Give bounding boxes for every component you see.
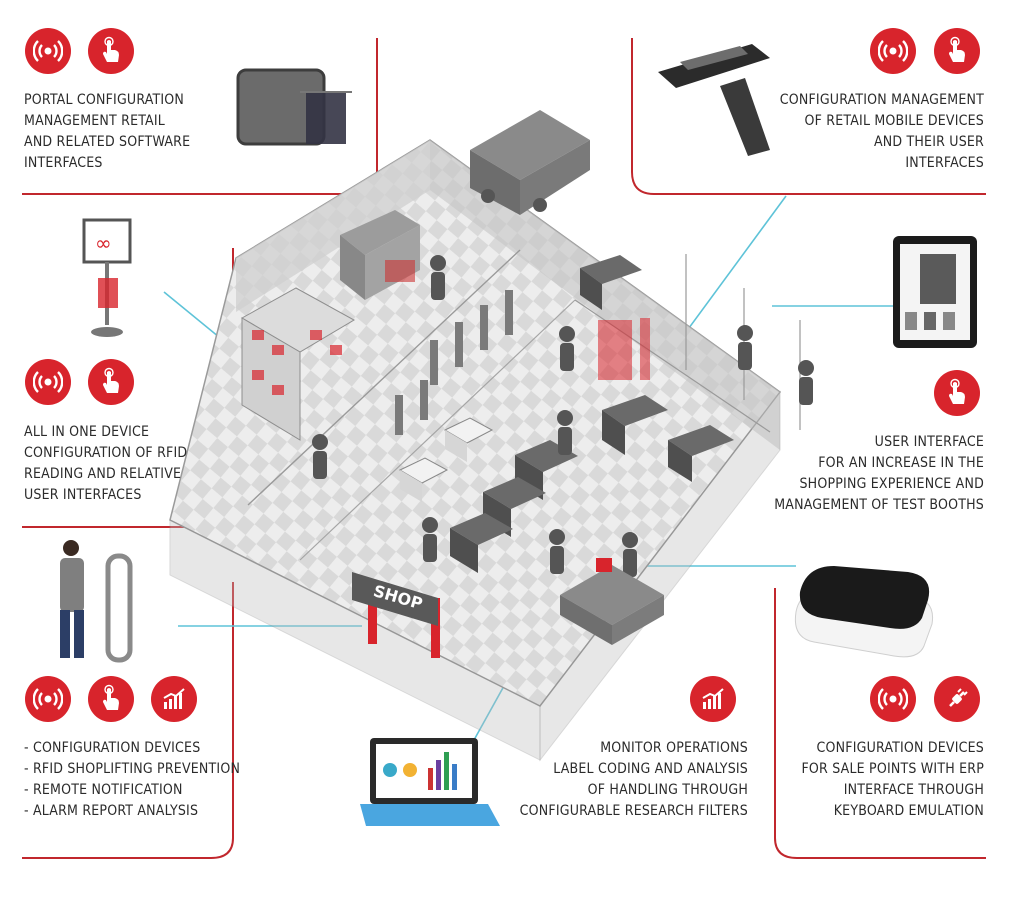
rfid-signal-icon (25, 359, 71, 405)
back-wall-left (236, 140, 430, 312)
bracket-bottom-left (22, 582, 234, 859)
rfid-portal-device (236, 68, 352, 146)
plug-connection-icon (934, 676, 980, 722)
portal-description: PORTAL CONFIGURATION MANAGEMENT RETAIL A… (24, 92, 191, 171)
analytics-chart-icon (151, 676, 197, 722)
clothing-racks (395, 290, 513, 435)
partition-a (247, 249, 521, 506)
touch-hand-icon (934, 28, 980, 74)
desktop-reader-device (794, 566, 934, 658)
storage-portal (340, 210, 420, 300)
partition-b (299, 299, 576, 561)
touch-hand-icon (88, 359, 134, 405)
rfid-signal-icon (870, 28, 916, 74)
bracket-bottom-right (774, 588, 986, 859)
svg-text:∞: ∞ (95, 231, 112, 255)
entrance-gates (368, 588, 440, 658)
allinone-description: ALL IN ONE DEVICE CONFIGURATION OF RFID … (24, 424, 188, 503)
fitting-room-curtains (598, 318, 650, 380)
tablet-device (893, 236, 977, 348)
rfid-signal-icon (25, 28, 71, 74)
bracket-top-right (631, 38, 986, 195)
checkout-counter (560, 558, 664, 645)
touch-hand-icon (88, 28, 134, 74)
mobile-description: CONFIGURATION MANAGEMENT OF RETAIL MOBIL… (779, 92, 984, 171)
laptop-device (360, 738, 500, 826)
front-wall-right (539, 390, 781, 762)
rfid-signal-icon (25, 676, 71, 722)
handheld-scanner-device (658, 44, 770, 156)
rfid-signal-icon (870, 676, 916, 722)
back-wall-right (430, 140, 780, 450)
pos-description: CONFIGURATION DEVICES FOR SALE POINTS WI… (801, 740, 984, 819)
shoplifting-description: - CONFIGURATION DEVICES - RFID SHOPLIFTI… (24, 740, 241, 819)
analytics-chart-icon (690, 676, 736, 722)
display-tables (398, 417, 494, 502)
shoppers (312, 255, 814, 577)
all-in-one-stand-device: ∞ (82, 218, 132, 337)
monitor-description: MONITOR OPERATIONS LABEL CODING AND ANAL… (519, 740, 748, 819)
delivery-truck (470, 110, 590, 215)
shopper-with-antitheft-gate (60, 540, 133, 663)
gondola-shelves (450, 255, 734, 573)
touch-hand-icon (934, 370, 980, 416)
storage-shelves (240, 287, 356, 441)
front-wall-left (169, 519, 541, 761)
ui-description: USER INTERFACE FOR AN INCREASE IN THE SH… (774, 434, 984, 513)
touch-hand-icon (88, 676, 134, 722)
